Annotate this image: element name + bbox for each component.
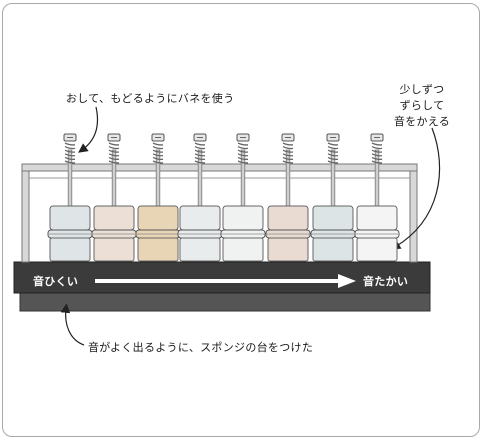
spring-key-4	[177, 133, 223, 262]
key-spring	[282, 142, 294, 164]
key-upper-cylinder	[179, 205, 221, 231]
spring-key-5	[220, 133, 266, 262]
key-upper-cylinder	[49, 205, 91, 231]
key-upper-cylinder	[312, 205, 354, 231]
key-lower-cylinder	[93, 237, 135, 262]
key-lower-cylinder	[267, 237, 309, 262]
sponge-note: 音がよく出るように、スポンジの台をつけた	[88, 341, 314, 354]
key-lower-cylinder	[222, 237, 264, 262]
high-pitch-label: 音たかい	[363, 275, 409, 288]
key-spring	[327, 142, 339, 164]
key-upper-cylinder	[222, 205, 264, 231]
sponge-callout-line	[60, 303, 85, 346]
key-spring	[108, 142, 120, 164]
key-spring	[64, 142, 76, 164]
shift-note-line-1: 少しずつ	[399, 83, 445, 96]
shift-callout-line	[390, 127, 441, 250]
low-pitch-label: 音ひくい	[33, 275, 79, 288]
shift-note: 少しずつ ずらして 音をかえる	[388, 82, 456, 130]
key-upper-cylinder	[356, 205, 398, 231]
key-lower-cylinder	[312, 237, 354, 262]
spring-key-7	[310, 133, 356, 262]
key-lower-cylinder	[179, 237, 221, 262]
shift-note-line-2: ずらして	[399, 99, 445, 112]
sponge-base-top	[13, 261, 431, 294]
key-lower-cylinder	[356, 237, 398, 262]
key-upper-cylinder	[137, 205, 179, 231]
key-spring	[371, 142, 383, 164]
metal-frame	[21, 163, 418, 263]
spring-key-6	[265, 133, 311, 262]
spring-callout-line	[78, 106, 99, 153]
spring-note: おして、もどるようにバネを使う	[66, 92, 235, 105]
spring-key-8	[354, 133, 400, 262]
key-spring	[194, 142, 206, 164]
pitch-arrow	[95, 274, 356, 288]
sponge-base-bottom	[19, 291, 431, 312]
key-lower-cylinder	[49, 237, 91, 262]
spring-key-3	[135, 133, 181, 262]
key-upper-cylinder	[93, 205, 135, 231]
key-upper-cylinder	[267, 205, 309, 231]
spring-key-2	[91, 133, 137, 262]
spring-key-1	[47, 133, 93, 262]
key-spring	[152, 142, 164, 164]
key-lower-cylinder	[137, 237, 179, 262]
key-spring	[237, 142, 249, 164]
shift-note-line-3: 音をかえる	[393, 115, 451, 128]
